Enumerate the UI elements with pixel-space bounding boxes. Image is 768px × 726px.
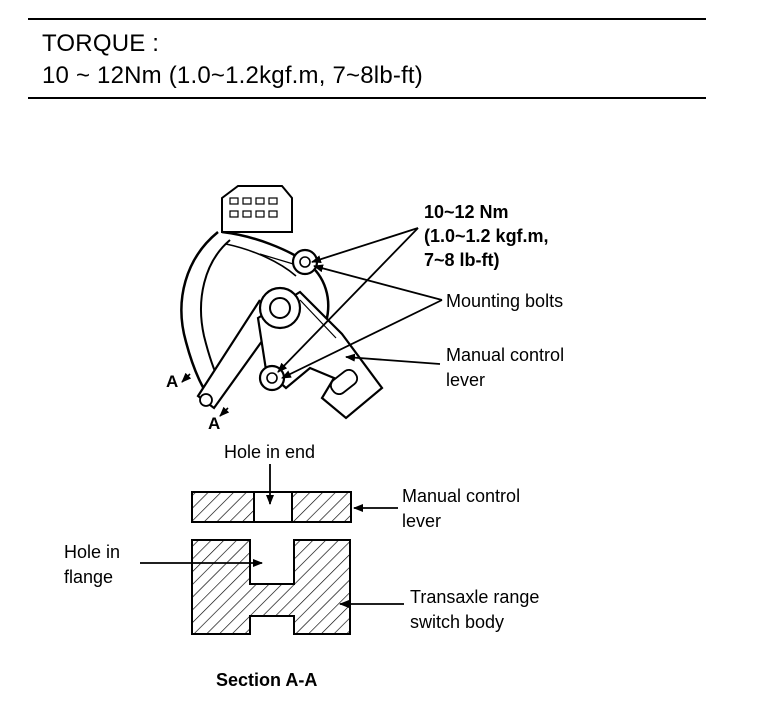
pivot-shaft bbox=[258, 286, 302, 330]
section-mark-right: A bbox=[208, 414, 221, 433]
manual-lever-label-line1: Manual control bbox=[446, 345, 565, 365]
hole-in-flange-label-line2: flange bbox=[64, 567, 114, 587]
torque-callout-line2: (1.0~1.2 kgf.m, bbox=[424, 226, 549, 246]
bottom-rule bbox=[28, 97, 706, 99]
switch-body-label-line1: Transaxle range bbox=[410, 587, 540, 607]
manual-lever-label-line2: lever bbox=[446, 370, 486, 390]
hole-in-end-label: Hole in end bbox=[224, 442, 316, 462]
torque-value: 10 ~ 12Nm (1.0~1.2kgf.m, 7~8lb-ft) bbox=[42, 62, 423, 89]
torque-callout-line3: 7~8 lb-ft) bbox=[424, 250, 500, 270]
manual-lever-leader bbox=[345, 353, 441, 365]
torque-heading: TORQUE : bbox=[42, 30, 160, 57]
section-lever-piece bbox=[191, 491, 352, 523]
top-rule bbox=[28, 18, 706, 20]
mounting-bolt-leaders bbox=[281, 264, 443, 379]
section-title: Section A-A bbox=[216, 670, 318, 690]
section-cut-marks bbox=[181, 372, 230, 417]
section-mark-left: A bbox=[166, 372, 179, 391]
torque-leaders bbox=[277, 227, 419, 373]
section-lever-label-line1: Manual control bbox=[402, 486, 521, 506]
switch-body-label-line2: switch body bbox=[410, 612, 505, 632]
mounting-bolts-label: Mounting bolts bbox=[446, 291, 564, 311]
torque-callout-line1: 10~12 Nm bbox=[424, 202, 509, 222]
section-switch-body bbox=[191, 539, 351, 635]
section-lever-label-line2: lever bbox=[402, 511, 442, 531]
connector bbox=[221, 185, 293, 233]
upper-mounting-bolt bbox=[291, 248, 319, 276]
hole-in-flange-label-line1: Hole in bbox=[64, 542, 121, 562]
